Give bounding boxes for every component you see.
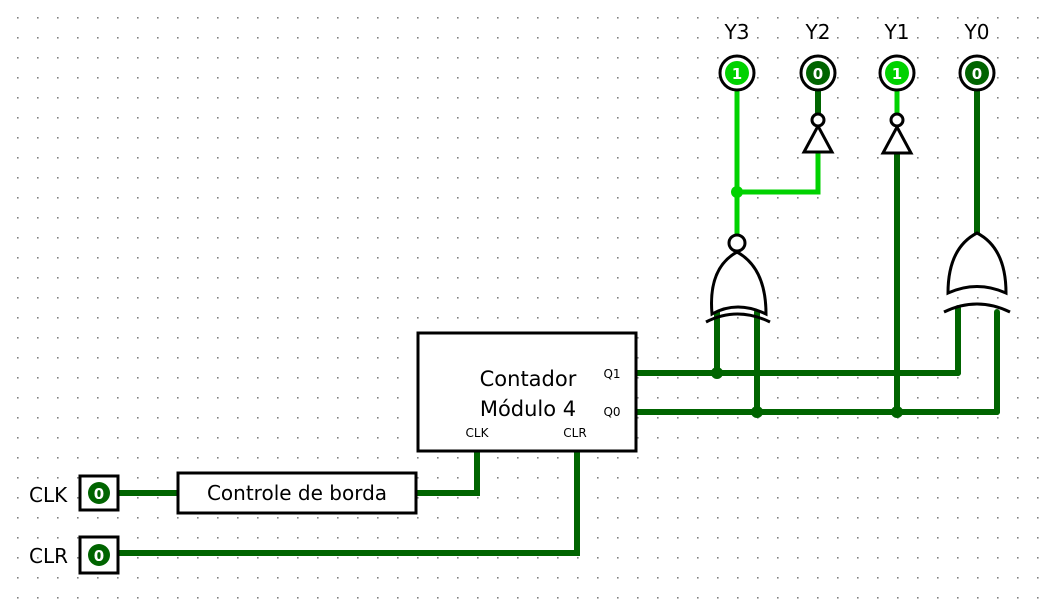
junction-dot [711,367,723,379]
wires [115,87,1000,556]
inverter-y1-body [880,123,914,155]
output-y0-led [965,61,989,85]
inverter-y2-body [801,122,835,154]
wire-clr [115,448,580,556]
output-y3-led [725,61,749,85]
counter-pin-clr: CLR [563,426,586,440]
junction-dot [751,406,763,418]
junction-dot [891,406,903,418]
output-y2[interactable]: Y2 0 [799,20,837,92]
output-y0-value: 0 [972,65,982,83]
counter-block[interactable]: Contador Módulo 4 Q1 Q0 CLK CLR [416,331,638,453]
xnor-gate-back-curve [705,312,771,324]
inverter-y1-bubble [889,112,905,128]
inverter-y2[interactable] [801,112,835,154]
xor-gate[interactable] [943,231,1011,314]
counter-title-line1: Contador [480,367,577,391]
counter-pin-q1: Q1 [603,367,620,381]
input-clk[interactable]: CLK 0 [29,474,120,512]
output-y1-value: 1 [892,65,902,83]
input-clr[interactable]: CLR 0 [29,535,120,575]
counter-title-line2: Módulo 4 [480,397,576,421]
counter-body [416,331,638,453]
inverter-y2-bubble [810,112,826,128]
xnor-gate-bubble [727,233,747,253]
input-clk-label: CLK [29,483,68,507]
xor-gate-body [946,231,1008,296]
xnor-gate[interactable] [705,233,771,324]
input-clr-led [88,544,110,566]
xnor-gate-body [710,250,768,317]
output-y0-label: Y0 [964,20,990,44]
output-y2-value: 0 [813,65,823,83]
counter-pin-clk: CLK [466,426,490,440]
wire-y2-inverter-in [734,149,821,195]
output-y1-led [885,61,909,85]
counter-pin-q0: Q0 [603,405,620,419]
output-y3-value: 1 [732,65,742,83]
input-clr-label: CLR [29,544,68,568]
output-y0[interactable]: Y0 0 [958,20,996,92]
inverter-y1[interactable] [880,112,914,155]
input-clr-value: 0 [94,547,104,565]
edge-control-body [176,471,418,515]
output-y3-label: Y3 [724,20,750,44]
junctions [711,186,903,418]
output-y2-label: Y2 [805,20,831,44]
input-clk-led [88,482,110,504]
wire-edge-to-clk [413,448,480,496]
xor-gate-back-curve [943,302,1011,314]
output-y1-label: Y1 [884,20,910,44]
input-clk-value: 0 [94,485,104,503]
output-y1[interactable]: Y1 1 [878,20,916,92]
edge-control-label: Controle de borda [207,481,387,505]
edge-control-block[interactable]: Controle de borda [176,471,418,515]
output-y2-led [806,61,830,85]
output-y3[interactable]: Y3 1 [718,20,756,92]
junction-dot [731,186,743,198]
